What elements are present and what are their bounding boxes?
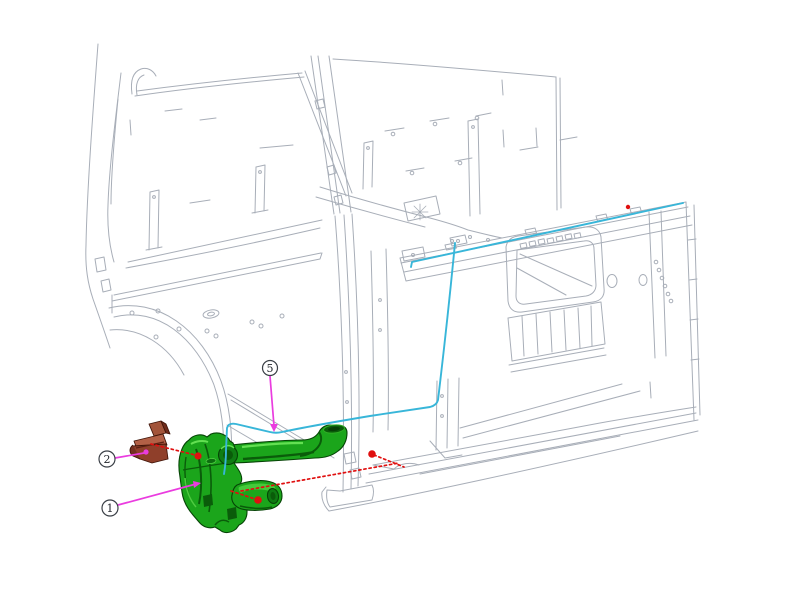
sill-and-pillar-base bbox=[321, 213, 699, 512]
leader-arrow-5 bbox=[270, 424, 278, 432]
elbow-shade bbox=[299, 431, 323, 457]
cab-left-side-panel bbox=[85, 43, 305, 349]
body-edge-highlight bbox=[184, 477, 197, 508]
body-top-highlight bbox=[190, 439, 209, 445]
arm-highlight bbox=[241, 441, 304, 449]
mounting-studs bbox=[145, 118, 481, 251]
leader-line-2 bbox=[114, 452, 145, 459]
part-1-main-bracket[interactable] bbox=[178, 424, 348, 534]
callout-2-number: 2 bbox=[104, 453, 111, 466]
foot-shadow bbox=[239, 505, 273, 510]
clip-top-tab-side bbox=[160, 420, 171, 435]
rear-wall-panel bbox=[343, 112, 701, 480]
part-2-clip-bracket[interactable] bbox=[129, 420, 171, 464]
align-line-clip-to-body bbox=[150, 443, 196, 456]
callout-5-number: 5 bbox=[267, 362, 274, 375]
align-line-foot bbox=[230, 490, 256, 500]
harness-drop-run bbox=[223, 242, 456, 475]
align-line-sill bbox=[373, 454, 405, 468]
align-line-foot-to-sill bbox=[240, 462, 400, 492]
fastener-alignment-lines bbox=[150, 204, 631, 504]
harness-routing-line bbox=[223, 202, 684, 475]
callout-badges: 1 2 5 bbox=[98, 359, 279, 517]
leader-line-1 bbox=[117, 483, 197, 506]
engine-tunnel bbox=[315, 186, 503, 243]
callout-2-circle bbox=[98, 450, 116, 468]
callout-1[interactable]: 1 bbox=[101, 499, 119, 517]
cab-pillar bbox=[297, 55, 562, 215]
clip-fold-line bbox=[135, 441, 165, 449]
body-recess-1 bbox=[203, 494, 213, 507]
callout-1-number: 1 bbox=[107, 502, 114, 515]
callout-leaders bbox=[114, 375, 278, 506]
foot-end-bore bbox=[270, 492, 276, 500]
body-notch-shadow bbox=[214, 519, 230, 526]
callout-5[interactable]: 5 bbox=[261, 359, 279, 377]
leader-line-5 bbox=[269, 375, 275, 427]
leader-tip-2 bbox=[143, 449, 149, 455]
callout-1-circle bbox=[101, 499, 119, 517]
cab-line-art bbox=[85, 43, 701, 512]
fastener-dot-foot bbox=[254, 496, 262, 504]
hub-highlight bbox=[220, 444, 235, 450]
arm-hub-core bbox=[223, 450, 233, 460]
callout-2[interactable]: 2 bbox=[98, 450, 116, 468]
harness-upper-run bbox=[410, 202, 684, 268]
leader-arrow-1 bbox=[193, 481, 201, 488]
tube-bore bbox=[328, 426, 340, 432]
cab-floor-and-wheel-arch bbox=[108, 219, 335, 460]
fastener-dot-body bbox=[194, 452, 202, 460]
body-recess-2 bbox=[227, 507, 237, 520]
callout-5-circle bbox=[261, 359, 279, 377]
fastener-dot-sill bbox=[368, 450, 376, 458]
harness-clip-mark bbox=[625, 204, 631, 210]
body-oval-detail bbox=[205, 458, 217, 464]
arm-shadow bbox=[242, 450, 315, 461]
